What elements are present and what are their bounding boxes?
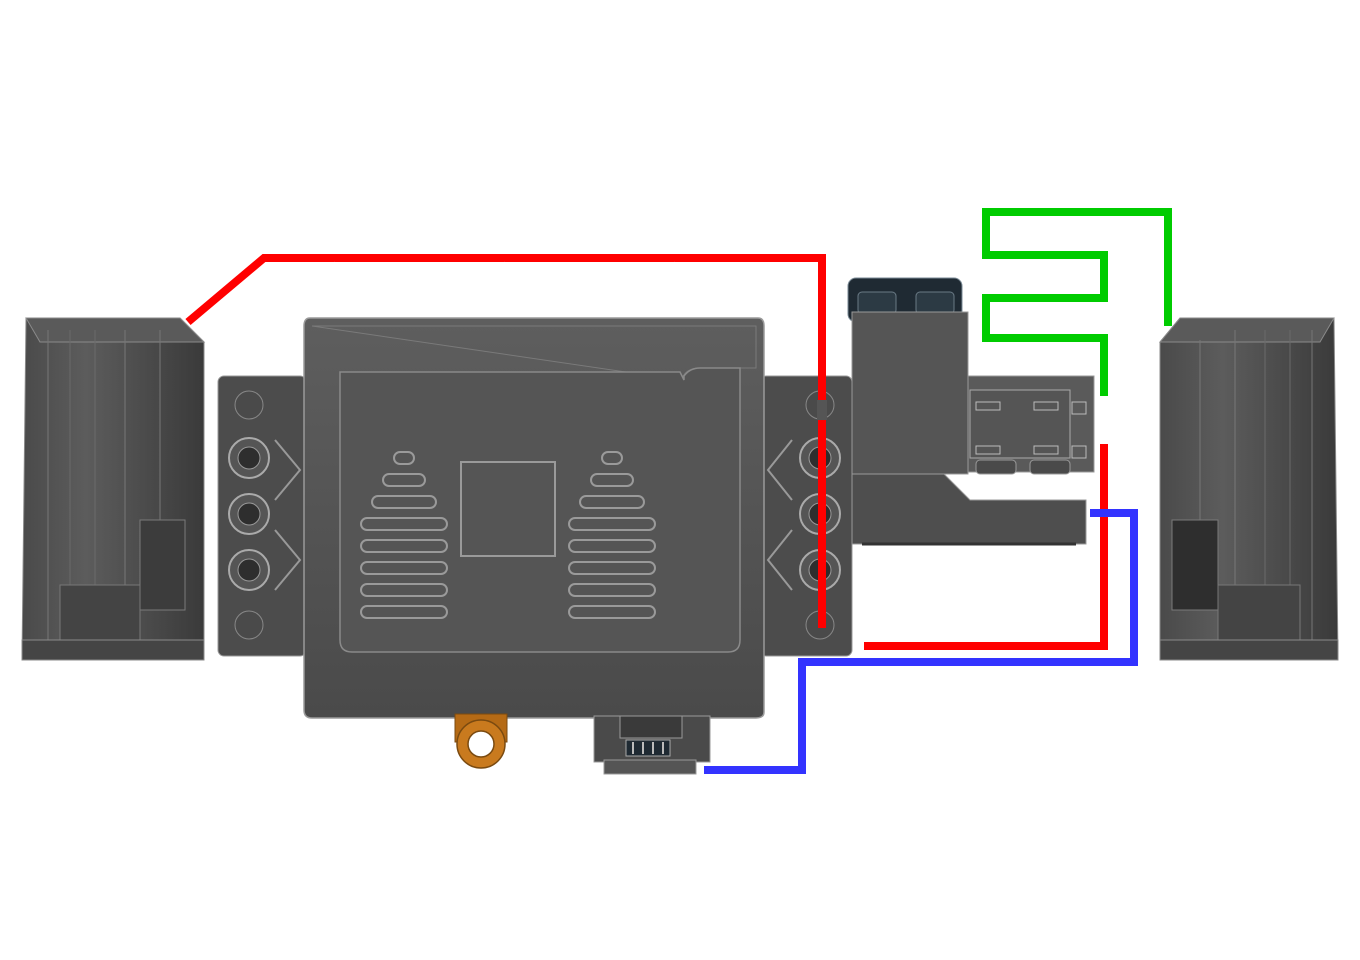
- battery-connector: [593, 715, 711, 775]
- battery-box: [217, 317, 853, 775]
- wire-blue: [704, 509, 1138, 774]
- lid-square: [460, 461, 556, 557]
- orange-pin: [454, 713, 508, 769]
- wire-red-top: [185, 254, 826, 628]
- ir-receiver: [847, 277, 1095, 546]
- motor-left: [21, 317, 206, 661]
- grille-right: [568, 451, 656, 619]
- left-rail-holes: [228, 390, 302, 640]
- wire-green: [982, 208, 1172, 396]
- grille-left: [360, 451, 448, 619]
- motor-right: [1158, 317, 1339, 661]
